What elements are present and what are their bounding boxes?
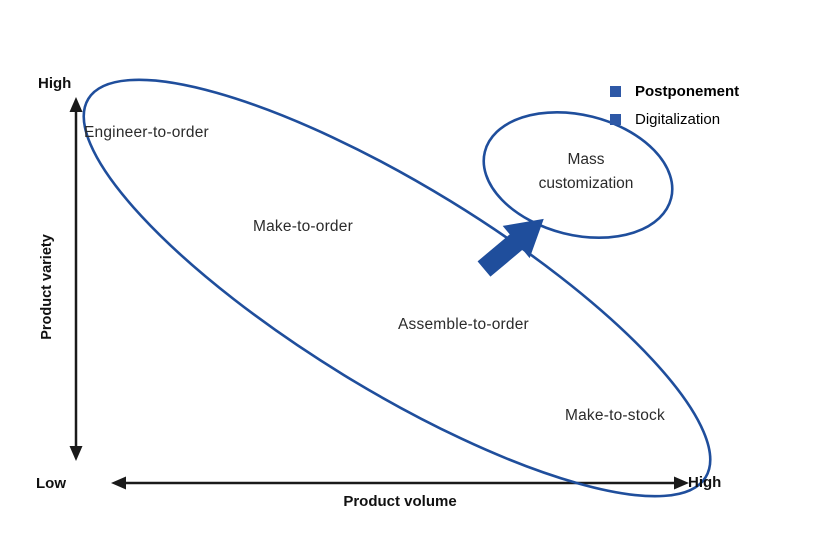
- y-axis-arrowhead-bottom: [69, 446, 83, 461]
- y-axis-title: Product variety: [39, 234, 55, 340]
- legend-item-digitalization: Digitalization: [610, 111, 739, 128]
- strategies-ellipse: [82, 78, 712, 498]
- y-axis-high-label: High: [38, 75, 72, 92]
- mass-customization-label: Mass customization: [539, 148, 634, 196]
- mass-customization-ellipse: [482, 111, 674, 239]
- strategy-make-to-order: Make-to-order: [253, 218, 353, 235]
- y-axis: [69, 97, 83, 461]
- legend-label-digitalization: Digitalization: [635, 111, 721, 128]
- strategy-assemble-to-order: Assemble-to-order: [398, 316, 529, 333]
- legend: Postponement Digitalization: [610, 83, 739, 128]
- y-axis-low-label: Low: [36, 475, 66, 492]
- y-axis-arrowhead-top: [69, 97, 83, 112]
- x-axis-arrowhead-right: [674, 476, 689, 490]
- x-axis-high-label: High: [688, 474, 722, 491]
- legend-swatch-postponement-icon: [610, 86, 621, 97]
- strategy-make-to-stock: Make-to-stock: [565, 407, 665, 424]
- legend-item-postponement: Postponement: [610, 83, 739, 100]
- strategy-engineer-to-order: Engineer-to-order: [84, 124, 209, 141]
- trend-arrow: [477, 218, 544, 277]
- x-axis-title: Product volume: [343, 493, 457, 510]
- mass-customization-line2: customization: [538, 175, 634, 192]
- x-axis: [111, 476, 689, 490]
- x-axis-arrowhead-left: [111, 476, 126, 490]
- mass-customization-line1: Mass: [567, 151, 605, 168]
- legend-label-postponement: Postponement: [635, 83, 740, 100]
- legend-swatch-digitalization-icon: [610, 114, 621, 125]
